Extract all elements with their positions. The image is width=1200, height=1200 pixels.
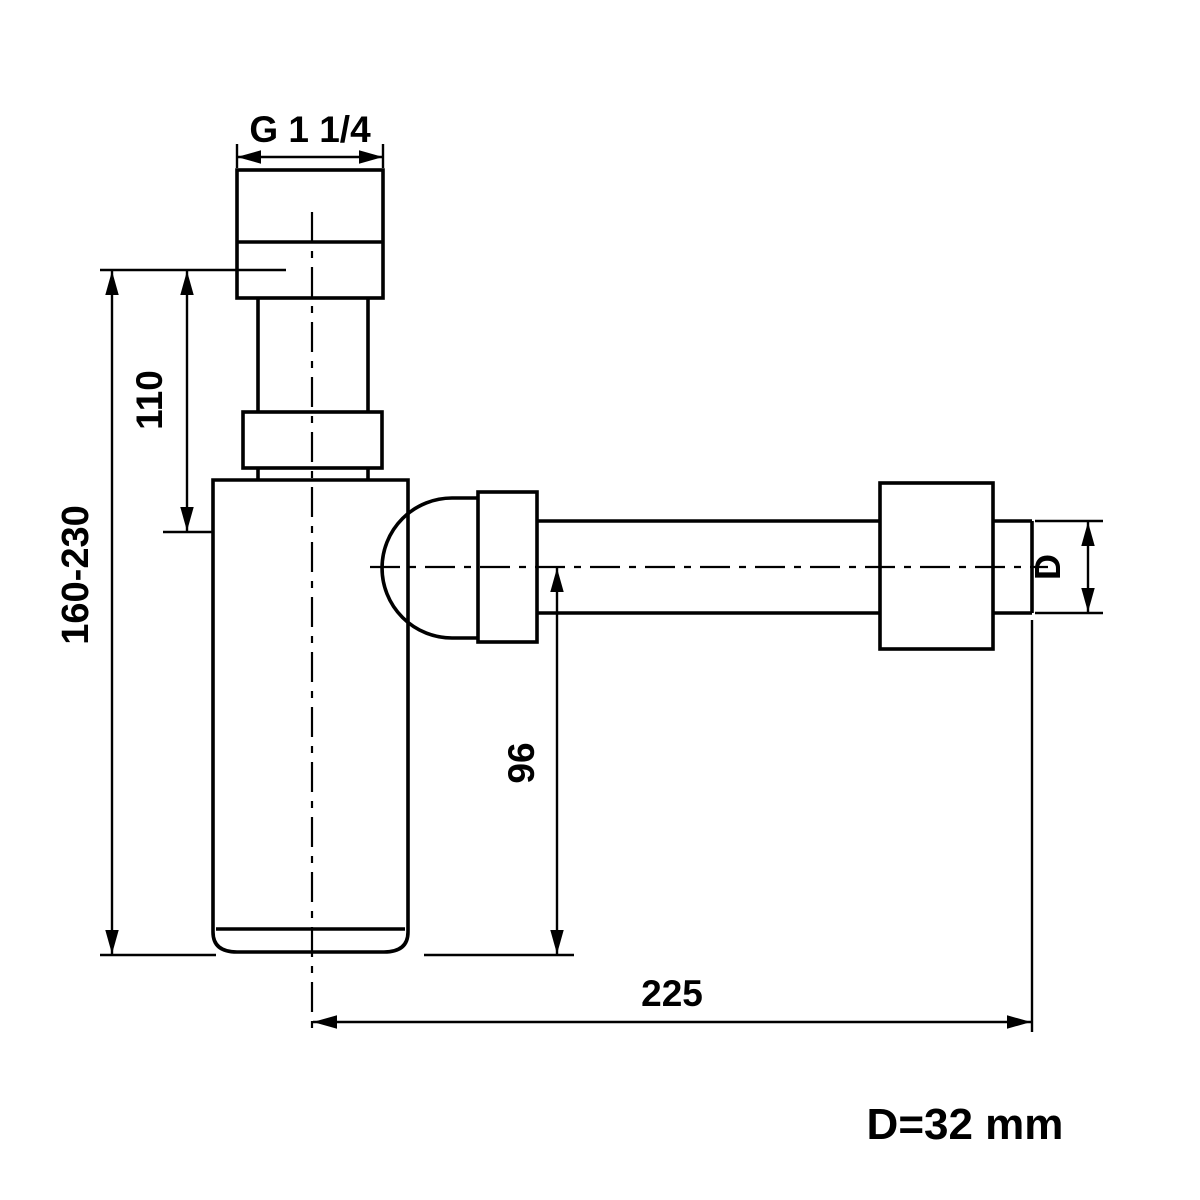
dimension-labels: G 1 1/4 160-230 110 96 225 D D=32 mm [55,109,1068,1149]
center-lines [310,212,1048,1032]
thread-size-label: G 1 1/4 [249,109,371,150]
extension-lines [100,144,1103,1032]
outlet-length-label: 225 [641,973,703,1014]
overall-height-label: 160-230 [55,505,97,644]
trap-outline [211,168,1034,954]
tailpiece-height-label: 110 [129,370,170,430]
trap-body [211,478,410,954]
dimension-lines [105,150,1095,1029]
outlet-to-bottom-label: 96 [501,742,542,783]
diameter-note-label: D=32 mm [867,1100,1064,1149]
slip-nut [241,410,384,470]
compression-nut [878,481,995,651]
diameter-letter-label: D [1027,554,1068,580]
elbow [380,496,478,640]
tailpiece-nut [235,168,385,300]
elbow-nut [476,490,539,644]
